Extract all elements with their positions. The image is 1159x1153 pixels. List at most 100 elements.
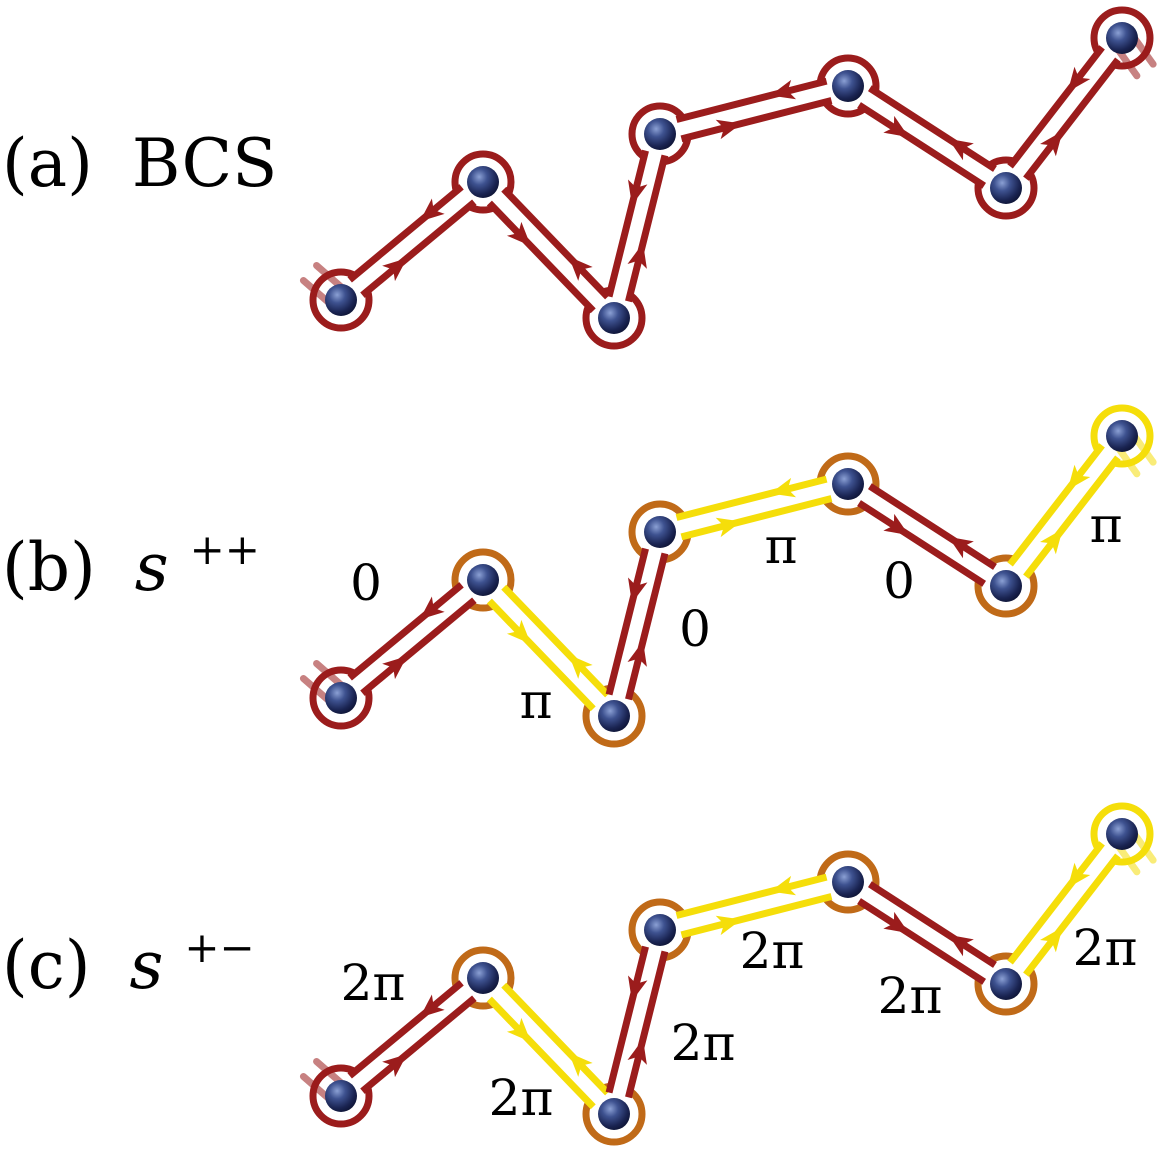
backward-arrow-icon [568, 256, 593, 281]
leg-forward-line [857, 898, 987, 985]
leg-gap [609, 548, 665, 700]
backward-arrow-icon [770, 477, 797, 498]
leg-backward-line [675, 475, 828, 521]
forward-arrow-icon [382, 1054, 408, 1078]
lattice-site-icon [325, 1080, 357, 1112]
leg-backward-line [501, 584, 611, 698]
phase-label: π [520, 672, 553, 730]
phase-label: π [765, 517, 798, 575]
panel-a-title: BCS [132, 125, 277, 202]
leg-forward-line [486, 200, 596, 314]
forward-arrow-icon [506, 221, 531, 247]
leg-backward-line [605, 945, 649, 1094]
leg-gap [676, 81, 832, 139]
panel-a-label: (a) [2, 125, 93, 202]
panel-b-chain [299, 404, 1157, 748]
lattice-site-icon [832, 70, 864, 102]
lattice-site-icon [644, 516, 676, 548]
leg-gap [676, 877, 832, 935]
leg-backward-line [675, 77, 828, 123]
leg-backward-line [501, 982, 611, 1096]
forward-arrow-icon [506, 1017, 531, 1043]
lattice-site-icon [990, 968, 1022, 1000]
leg-forward-line [625, 154, 669, 303]
lattice-site-icon [832, 468, 864, 500]
leg-gap [489, 985, 608, 1107]
leg-forward-line [1023, 57, 1121, 181]
lattice-site-icon [325, 284, 357, 316]
forward-arrow-icon [1040, 529, 1063, 555]
panel-b-superscript: ++ [190, 525, 260, 574]
panel-c-superscript: +− [184, 923, 254, 972]
lattice-site-icon [990, 172, 1022, 204]
leg-backward-line [867, 85, 997, 172]
phase-label: 0 [350, 554, 382, 612]
phase-label: 2π [671, 1014, 736, 1072]
panel-b: (b) s ++ [2, 404, 1157, 748]
leg-forward-line [1023, 455, 1121, 579]
forward-arrow-icon [382, 656, 408, 680]
leg-backward-line [347, 184, 464, 283]
leg-gap [349, 982, 475, 1092]
leg-gap [489, 189, 608, 311]
backward-arrow-icon [568, 654, 593, 679]
panel-b-label: (b) [2, 529, 96, 606]
svg-text:(a) BCS: (a) BCS [2, 125, 277, 202]
forward-arrow-icon [627, 641, 647, 667]
forward-arrow-icon [506, 619, 531, 645]
leg-forward-line [625, 552, 669, 701]
leg-forward-line [680, 495, 833, 541]
leg-backward-line [1007, 45, 1105, 169]
lattice-site-icon [598, 700, 630, 732]
leg-backward-line [867, 881, 997, 968]
lattice-site-icon [832, 866, 864, 898]
backward-arrow-icon [628, 577, 648, 604]
leg-forward-line [680, 97, 833, 143]
leg-gap [349, 186, 475, 296]
panel-a-chain [299, 6, 1157, 350]
leg-forward-line [360, 199, 477, 298]
leg-backward-line [867, 483, 997, 570]
forward-arrow-icon [627, 243, 647, 269]
lattice-site-icon [1106, 420, 1138, 452]
leg-forward-line [360, 995, 477, 1094]
forward-arrow-icon [382, 258, 408, 282]
lattice-site-icon [1106, 818, 1138, 850]
leg-forward-line [486, 598, 596, 712]
forward-arrow-icon [715, 915, 742, 936]
phase-label: 0 [883, 552, 915, 610]
panel-c: (c) s +− [2, 802, 1157, 1146]
lattice-site-icon [598, 302, 630, 334]
forward-arrow-icon [883, 115, 909, 138]
leg-gap [1010, 445, 1118, 577]
panel-c-label: (c) [2, 927, 90, 1004]
leg-backward-line [605, 547, 649, 696]
leg-forward-line [625, 950, 669, 1099]
leg-forward-line [857, 102, 987, 189]
forward-arrow-icon [883, 513, 909, 536]
backward-arrow-icon [419, 198, 445, 222]
phase-label: 2π [341, 954, 406, 1012]
leg-gap [349, 584, 475, 694]
phase-label: 0 [679, 600, 711, 658]
backward-arrow-icon [628, 975, 648, 1002]
leg-backward-line [605, 149, 649, 298]
phase-label: 2π [878, 967, 943, 1025]
leg-forward-line [486, 996, 596, 1110]
leg-forward-line [360, 597, 477, 696]
leg-backward-line [347, 980, 464, 1079]
forward-arrow-icon [715, 517, 742, 538]
phase-label: π [1090, 496, 1123, 554]
leg-backward-line [1007, 443, 1105, 567]
panel-c-title: s [129, 927, 163, 1004]
panel-c-chain [299, 802, 1157, 1146]
leg-gap [859, 486, 995, 584]
leg-gap [609, 946, 665, 1098]
lattice-site-icon [644, 914, 676, 946]
phase-label: 2π [740, 922, 805, 980]
leg-gap [489, 587, 608, 709]
backward-arrow-icon [1067, 862, 1091, 888]
leg-gap [1010, 843, 1118, 975]
leg-gap [859, 884, 995, 982]
